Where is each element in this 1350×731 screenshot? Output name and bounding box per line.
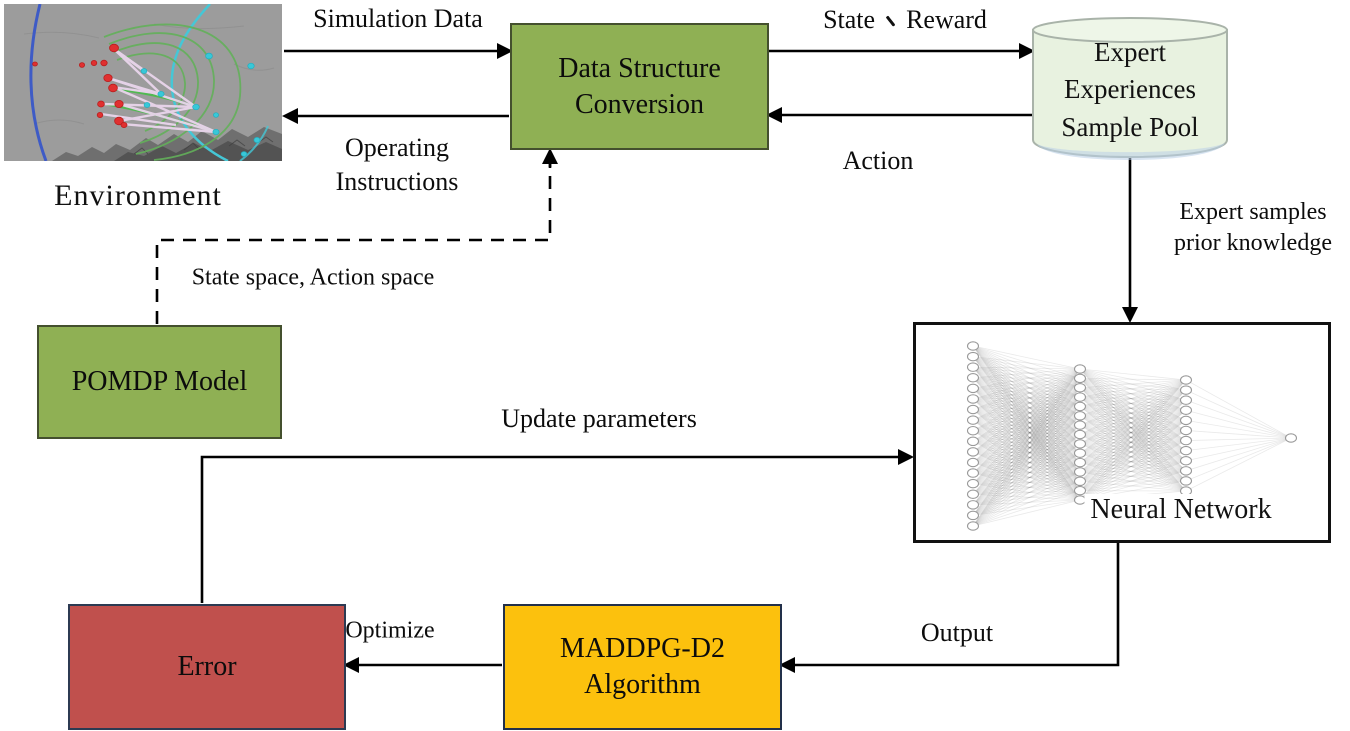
node-label-line: Algorithm: [584, 669, 701, 700]
label-expert-samples: Expert samples prior knowledge: [1174, 198, 1332, 256]
label-update-parameters: Update parameters: [501, 404, 697, 434]
node-label: POMDP Model: [71, 366, 248, 398]
node-maddpg-algorithm: MADDPG-D2 Algorithm: [503, 604, 782, 730]
pool-label-line: Expert: [1094, 37, 1166, 67]
pool-label-line: Sample Pool: [1061, 111, 1199, 142]
red-units: [32, 43, 128, 129]
ideographic-comma-icon: [885, 12, 897, 28]
pool-label-line: Experiences: [1064, 74, 1196, 105]
engagement-lines: [100, 48, 217, 134]
node-data-structure-conversion: Data Structure Conversion: [510, 23, 769, 150]
environment-image: [4, 3, 282, 163]
node-label-line: Conversion: [574, 88, 705, 120]
label-optimize: Optimize: [345, 617, 435, 644]
label-simulation-data: Simulation Data: [313, 4, 483, 34]
neural-network-graphic: [966, 341, 1298, 531]
node-label-line: MADDPG-D2: [560, 633, 725, 665]
cyan-range-arc: [170, 3, 229, 163]
cyan-units: [140, 52, 261, 157]
label-action: Action: [842, 146, 914, 176]
node-label-line: Data Structure: [558, 52, 721, 84]
cylinder-shadow: [1037, 143, 1225, 160]
label-state-action-space: State space, Action space: [191, 264, 435, 291]
node-expert-sample-pool: Expert Experiences Sample Pool: [1029, 12, 1231, 162]
node-neural-network: [913, 322, 1331, 543]
neural-network-label: Neural Network: [1084, 494, 1278, 526]
label-operating-instructions: Operating Instructions: [335, 133, 459, 196]
node-pomdp-model: POMDP Model: [37, 325, 282, 439]
label-output: Output: [920, 618, 994, 648]
environment-label: Environment: [54, 179, 222, 212]
node-error: Error: [68, 604, 346, 730]
node-label: Error: [177, 651, 237, 683]
blue-range-arc: [29, 3, 48, 162]
